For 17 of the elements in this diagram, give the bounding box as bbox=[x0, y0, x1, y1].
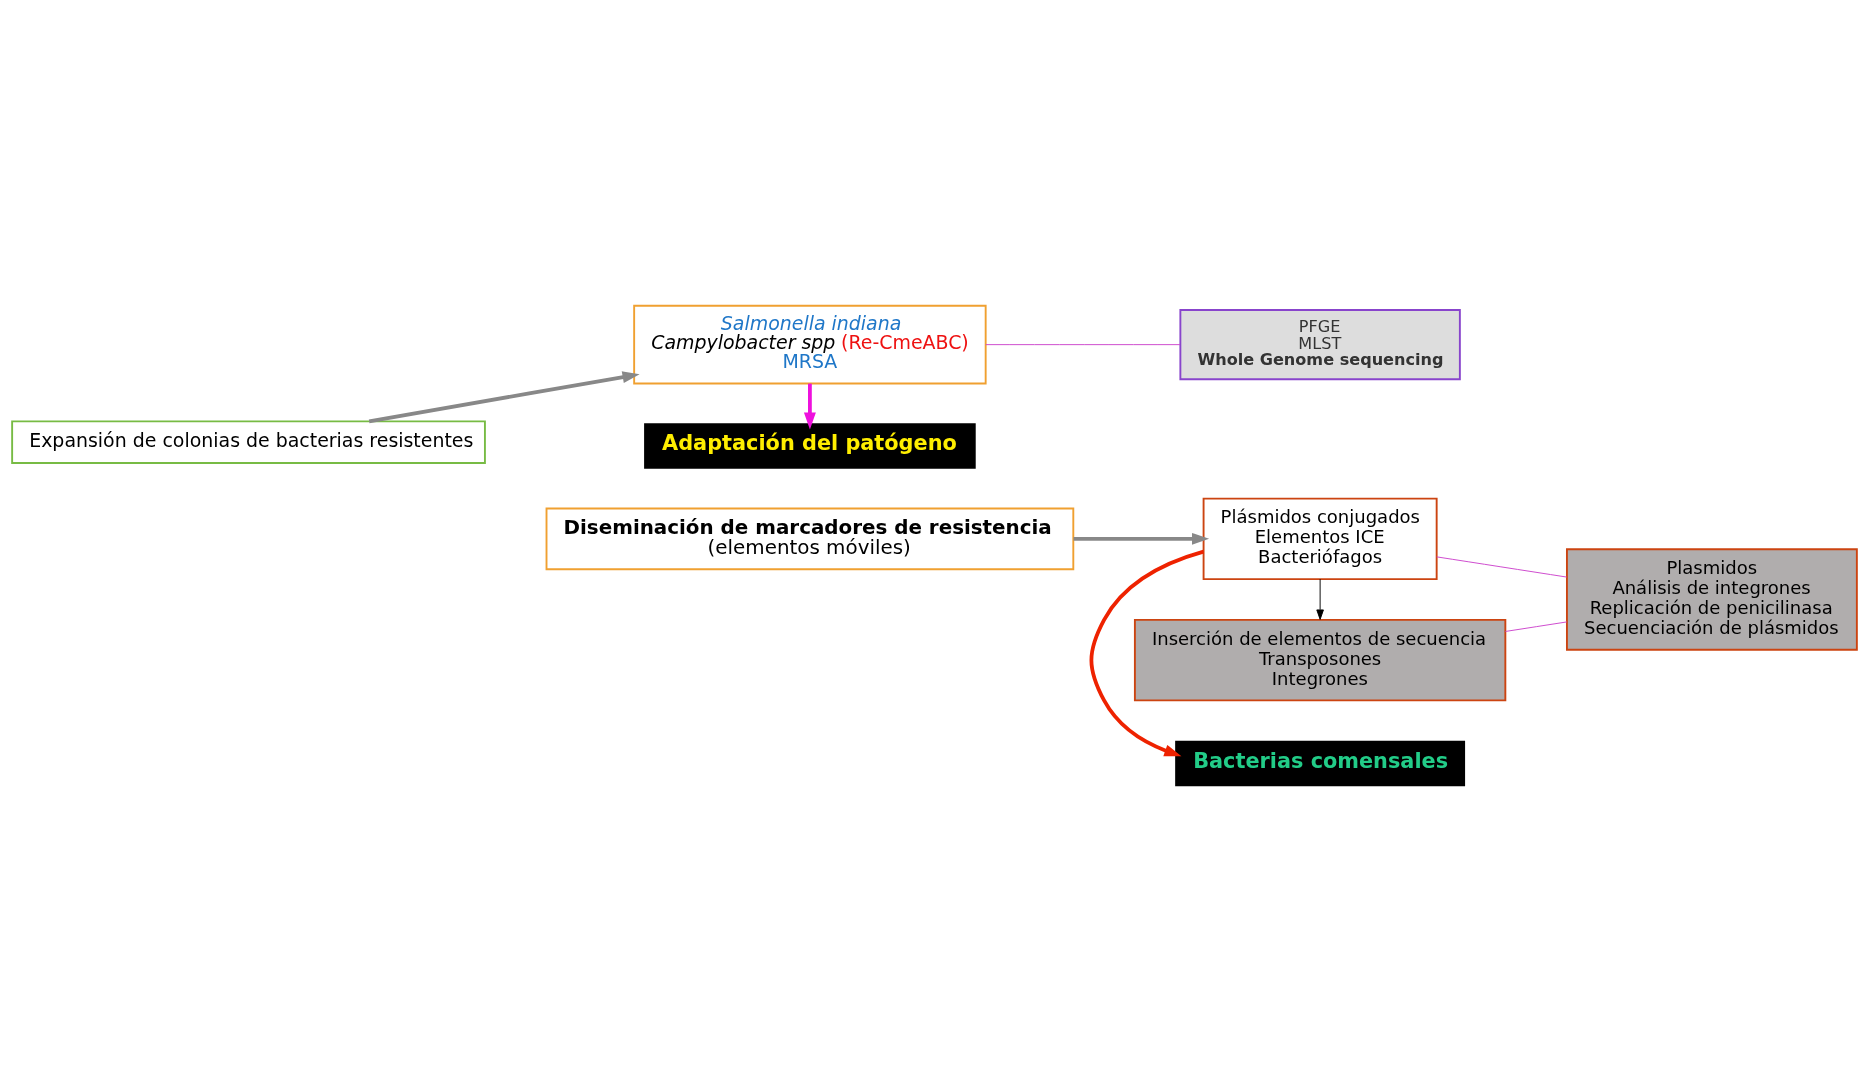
node-box: Expansión de colonias de bacterias resistentes bbox=[11, 419, 486, 464]
node-box: Salmonella indiana Campylobacter spp (Re-CmeABC) MRSA bbox=[633, 304, 987, 384]
node-box: Plasmidos Análisis de integrones Replicación de penicilinasa Secuenciación de plásmidos bbox=[1566, 547, 1858, 651]
connector bbox=[985, 343, 1181, 345]
node-box: Adaptación del patógeno bbox=[644, 422, 976, 469]
node-box: Plásmidos conjugados Elementos ICE Bacteriófagos bbox=[1202, 497, 1438, 580]
connector bbox=[1436, 555, 1568, 578]
arrow bbox=[1316, 578, 1324, 620]
arrow bbox=[368, 370, 640, 423]
connector bbox=[1504, 620, 1568, 632]
arrow bbox=[1089, 549, 1205, 756]
arrow bbox=[1073, 532, 1210, 545]
arrow bbox=[803, 383, 816, 430]
node-box: PFGE MLST Whole Genome sequencing bbox=[1179, 308, 1461, 380]
node-box: Bacterias comensales bbox=[1175, 740, 1466, 786]
node-box: Inserción de elementos de secuencia Transposones Integrones bbox=[1133, 618, 1507, 701]
node-box: Diseminación de marcadores de resistencia (elementos móviles) bbox=[545, 507, 1075, 570]
